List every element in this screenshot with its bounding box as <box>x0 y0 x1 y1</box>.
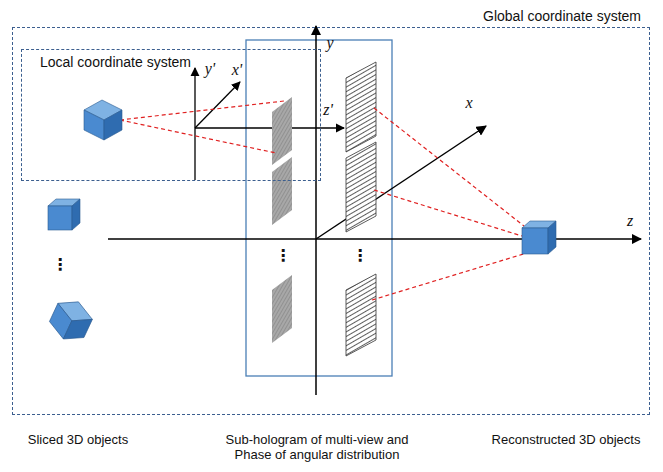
region-heading: Global coordinate system <box>483 8 641 24</box>
object-cube <box>84 100 122 140</box>
sub-hologram <box>272 157 292 225</box>
local-region: Local coordinate system <box>21 49 321 181</box>
object-cube <box>45 294 96 346</box>
phase-plate <box>346 274 376 356</box>
axis-label: z <box>627 212 633 230</box>
ellipsis: ⋮ <box>275 247 291 265</box>
axis-label: x <box>465 94 472 112</box>
y-axis <box>315 26 317 395</box>
axis-label: y' <box>205 60 216 78</box>
axis-label: x' <box>232 61 243 79</box>
axis-label: y <box>326 34 333 52</box>
coordinate-region: Global coordinate systemLocal coordinate… <box>12 27 650 415</box>
caption: Sub-hologram of multi-view and Phase of … <box>222 433 412 463</box>
x-axis <box>316 126 486 239</box>
sub-hologram <box>272 97 292 165</box>
phase-plate <box>346 62 376 152</box>
sub-hologram <box>272 275 292 343</box>
z-axis <box>108 238 641 240</box>
phase-plate <box>346 142 376 232</box>
reconstructed-cube <box>522 221 556 254</box>
ellipsis: ⋮ <box>352 247 368 265</box>
object-cube <box>48 199 80 230</box>
hologram-panel <box>246 40 392 376</box>
local-y-axis <box>194 68 195 180</box>
axis-label: z' <box>323 101 333 119</box>
caption: Reconstructed 3D objects <box>481 433 651 448</box>
ellipsis: ⋮ <box>52 256 68 274</box>
caption: Sliced 3D objects <box>3 433 153 448</box>
region-heading: Local coordinate system <box>40 54 191 70</box>
local-x-axis <box>195 82 240 128</box>
local-z-axis <box>195 127 344 128</box>
light-rays <box>120 101 530 300</box>
